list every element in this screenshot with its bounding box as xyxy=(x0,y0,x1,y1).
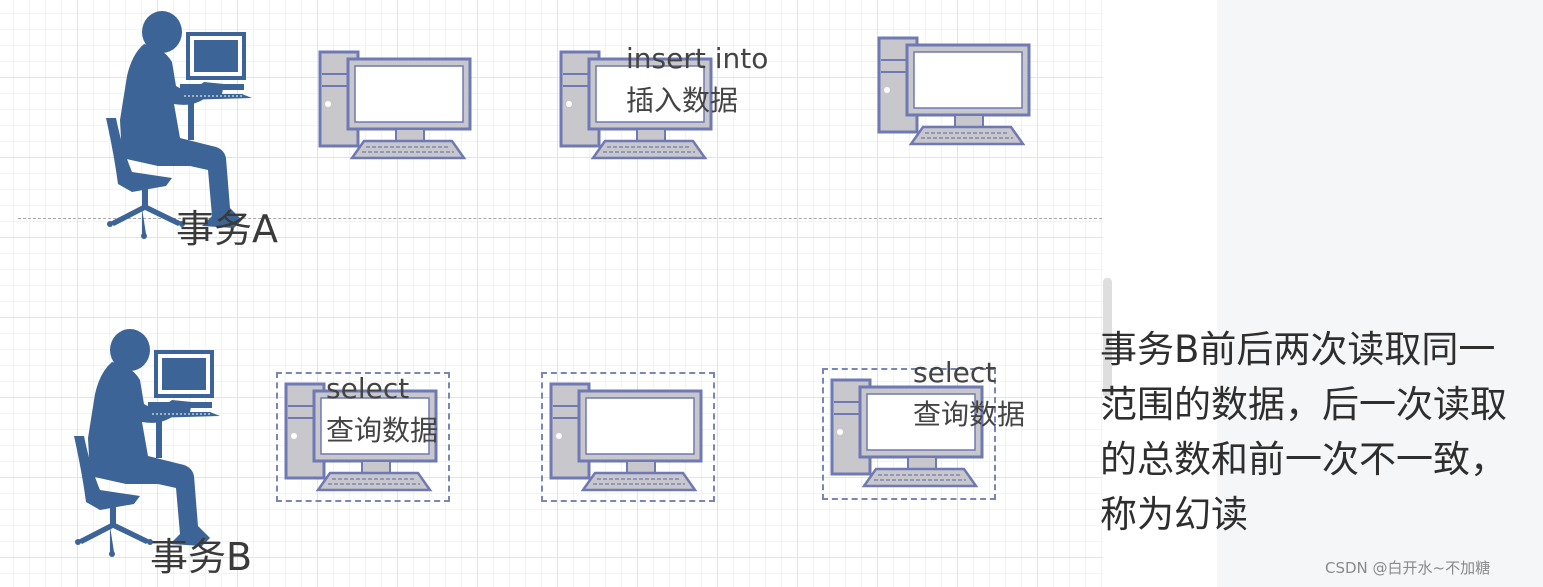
phantom-read-note: 事务B前后两次读取同一范围的数据，后一次读取的总数和前一次不一致， 称为幻读 xyxy=(1100,328,1507,536)
watermark: CSDN @白开水~不加糖 xyxy=(1325,559,1491,577)
computer-icon xyxy=(877,36,1031,146)
person-at-computer-icon-b xyxy=(72,327,220,558)
selection-box xyxy=(541,372,715,502)
selection-box xyxy=(822,368,996,500)
annotation-line: select xyxy=(913,356,997,389)
side-panel xyxy=(1217,0,1543,587)
canvas-edge xyxy=(1103,0,1217,587)
annotation-line: insert into xyxy=(626,42,769,75)
step-annotation-insert: insert into 插入数据 xyxy=(626,38,768,122)
annotation-line: 查询数据 xyxy=(913,398,1026,431)
step-annotation-select-1: select 查询数据 xyxy=(326,368,438,452)
step-annotation-select-2: select 查询数据 xyxy=(913,352,1025,436)
annotation-line: select xyxy=(326,372,410,405)
scrollbar-thumb[interactable] xyxy=(1103,278,1112,398)
annotation-line: 查询数据 xyxy=(326,414,439,447)
computer-icon xyxy=(549,382,703,492)
transaction-a-label: 事务A xyxy=(176,207,278,251)
annotation-line: 插入数据 xyxy=(626,84,739,117)
computer-icon xyxy=(318,50,472,160)
lane-divider xyxy=(18,218,1102,219)
selection-box xyxy=(276,372,450,502)
transaction-b-label: 事务B xyxy=(150,535,253,579)
